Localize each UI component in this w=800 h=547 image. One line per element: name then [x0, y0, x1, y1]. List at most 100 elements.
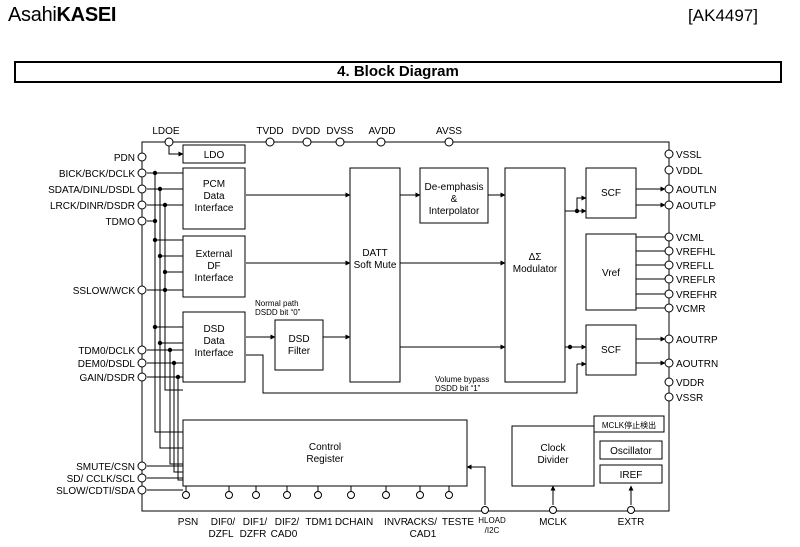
diagram-label: VREFLL [676, 261, 714, 272]
dsd-filter-block [274, 319, 324, 371]
diagram-label: Interpolator [429, 206, 480, 217]
clock-divider-block [511, 425, 595, 487]
scf-left-block [585, 167, 637, 219]
diagram-label: HLOAD [478, 516, 506, 525]
bottom-pins: PSN DIF0/DZFL DIF1/DZFR DIF2/CAD0 TDM1 D… [178, 491, 645, 540]
external-df-block [182, 235, 246, 298]
diagram-label: PSN [178, 517, 199, 528]
top-pins: LDOE TVDD DVDD DVSS AVDD AVSS [152, 126, 462, 147]
ldo-label: LDO [204, 150, 225, 161]
iref-block [599, 464, 663, 484]
diagram-label: DZFL [209, 529, 234, 540]
diagram-label: DATT [362, 248, 387, 259]
diagram-label: Soft Mute [354, 260, 397, 271]
diagram-label: Data [203, 191, 225, 202]
function-blocks: LDO PCM Data Interface External DF Inter… [182, 144, 665, 487]
left-pins: PDN BICK/BCK/DCLK SDATA/DINL/DSDL LRCK/D… [48, 152, 147, 497]
part-number: [AK4497] [688, 6, 758, 25]
modulator-block [504, 167, 566, 383]
diagram-label: DEM0/DSDL [78, 359, 136, 370]
annotations: Normal path DSDD bit “0” Volume bypass D… [255, 299, 489, 393]
diagram-label: DSDD bit “1” [435, 384, 481, 393]
diagram-label: VSSR [676, 393, 703, 404]
diagram-label: CAD0 [271, 529, 298, 540]
diagram-label: EXTR [618, 517, 645, 528]
diagram-label: VREFHR [676, 290, 717, 301]
diagram-label: Volume bypass [435, 375, 489, 384]
diagram-label: SD/ CCLK/SCL [67, 474, 136, 485]
diagram-label: AOUTRN [676, 359, 718, 370]
diagram-label: PDN [114, 153, 135, 164]
diagram-label: CAD1 [410, 529, 437, 540]
diagram-label: DSD [288, 334, 309, 345]
diagram-label: Interface [195, 348, 234, 359]
right-pins: VSSL VDDL AOUTLN AOUTLP VCML VREFHL VREF… [664, 149, 718, 404]
diagram-label: AVSS [436, 126, 462, 137]
diagram-label: LRCK/DINR/DSDR [50, 201, 135, 212]
diagram-label: TDMO [106, 217, 136, 228]
diagram-label: MCLK [539, 517, 567, 528]
diagram-label: DIF1/ [243, 517, 268, 528]
diagram-label: VCML [676, 233, 704, 244]
diagram-label: Normal path [255, 299, 299, 308]
control-register-block [182, 419, 468, 487]
vref-block [585, 233, 637, 311]
deemphasis-block [419, 167, 489, 224]
mclk-detect-block [593, 415, 665, 433]
diagram-label: De-emphasis [425, 182, 484, 193]
diagram-label: AOUTLP [676, 201, 716, 212]
section-title: 4. Block Diagram [14, 61, 782, 83]
scf-right-block [585, 324, 637, 376]
datt-block [349, 167, 401, 383]
diagram-label: & [451, 194, 458, 205]
diagram-label: Filter [288, 346, 311, 357]
diagram-label: Divider [537, 455, 569, 466]
diagram-label: Interface [195, 203, 234, 214]
diagram-label: External [196, 249, 233, 260]
diagram-label: PCM [203, 179, 225, 190]
diagram-label: Interface [195, 273, 234, 284]
diagram-label: SCF [601, 345, 621, 356]
diagram-label: VCMR [676, 304, 705, 315]
diagram-label: AOUTRP [676, 335, 718, 346]
diagram-label: BICK/BCK/DCLK [59, 169, 135, 180]
diagram-label: SSLOW/WCK [73, 286, 136, 297]
diagram-label: DIF0/ [211, 517, 236, 528]
oscillator-block [599, 440, 663, 460]
diagram-label: DVSS [326, 126, 354, 137]
pcm-interface-block [182, 167, 246, 230]
diagram-label: DCHAIN [335, 517, 373, 528]
diagram-label: AVDD [368, 126, 395, 137]
diagram-label: DIF2/ [275, 517, 300, 528]
diagram-label: Modulator [513, 264, 558, 275]
diagram-label: GAIN/DSDR [79, 373, 135, 384]
diagram-label: Control [309, 442, 341, 453]
diagram-label: LDOE [152, 126, 180, 137]
diagram-label: VDDR [676, 378, 704, 389]
diagram-label: Vref [602, 268, 620, 279]
diagram-label: DSD [203, 324, 224, 335]
diagram-label: /I2C [485, 526, 500, 535]
diagram-label: SCF [601, 188, 621, 199]
diagram-label: TDM0/DCLK [78, 346, 135, 357]
diagram-label: VREFHL [676, 247, 716, 258]
brand-logo: AsahiKASEI [8, 4, 117, 26]
diagram-label: Clock [540, 443, 566, 454]
diagram-label: VREFLR [676, 275, 715, 286]
dsd-interface-block [182, 311, 246, 383]
diagram-label: SDATA/DINL/DSDL [48, 185, 135, 196]
diagram-label: IREF [620, 470, 643, 481]
diagram-label: DSDD bit “0” [255, 308, 301, 317]
diagram-label: VSSL [676, 150, 702, 161]
diagram-label: AOUTLN [676, 185, 717, 196]
junction-dots [152, 170, 580, 380]
diagram-label: TDM1 [305, 517, 333, 528]
diagram-label: VDDL [676, 166, 703, 177]
diagram-label: ΔΣ [529, 252, 542, 263]
diagram-label: DF [207, 261, 220, 272]
diagram-label: Oscillator [610, 446, 652, 457]
diagram-label: MCLK停止検出 [602, 420, 656, 430]
diagram-label: ACKS/ [407, 517, 437, 528]
diagram-label: SLOW/CDTI/SDA [56, 486, 135, 497]
